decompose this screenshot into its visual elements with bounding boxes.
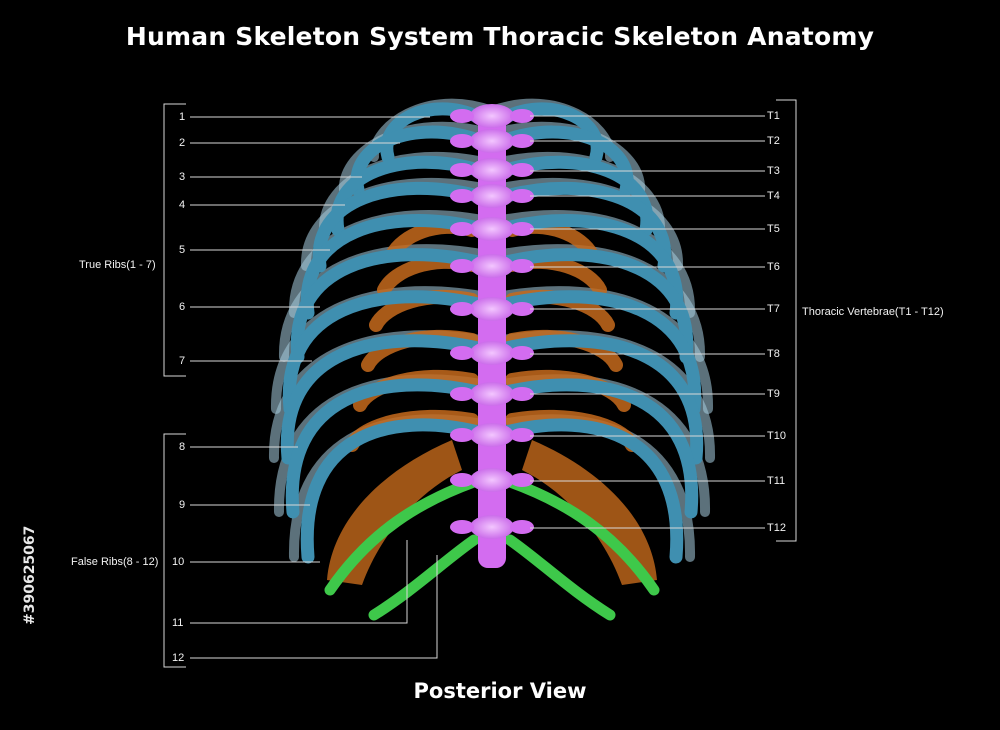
transverse-process-left [450,163,474,177]
transverse-process-left [450,520,474,534]
rib-5-right [499,214,684,320]
transverse-process-left [450,222,474,236]
rib-number-label: 10 [172,556,185,568]
vertebra-label: T3 [767,165,780,177]
ribs-layer [280,102,704,564]
rib-number-label: 1 [179,111,186,123]
rib-7-left [282,290,485,416]
transverse-process-left [450,134,474,148]
rib-number-label: 4 [179,199,186,211]
vertebra-body-3 [470,158,514,182]
rib-10-right [499,418,684,564]
rib-8-left [280,334,485,465]
view-label: Posterior View [413,679,587,703]
vertebra-body-10 [470,423,514,447]
floating-rib-11-right [504,476,660,596]
transverse-process-left [450,189,474,203]
rib-5-left [300,214,485,320]
rib-number-label: 3 [179,171,186,183]
false-ribs-bracket [163,433,186,668]
transverse-process-right [510,163,534,177]
vertebra-label: T7 [767,303,780,315]
rib-9-left [285,378,485,519]
true-ribs-group-label: True Ribs(1 - 7) [79,259,156,271]
vertebra-body-1 [470,104,514,128]
rib-4-right [499,181,672,273]
vertebra-body-7 [470,297,514,321]
diagram-title: Human Skeleton System Thoracic Skeleton … [125,22,875,51]
rib-number-label: 6 [179,301,186,313]
floating-rib-12-left [368,534,480,621]
vertebra-body-12 [470,515,514,539]
transverse-process-left [450,109,474,123]
transverse-process-right [510,302,534,316]
transverse-process-right [510,134,534,148]
vertebrae-bracket [776,99,797,542]
rib-number-label: 2 [179,137,186,149]
floating-rib-11-left [324,476,480,596]
transverse-process-left [450,346,474,360]
vertebra-body-8 [470,341,514,365]
rib-10-left [300,418,485,564]
vertebra-label: T9 [767,388,780,400]
vertebra-label: T12 [767,522,786,534]
rib-7-right [499,290,702,416]
stock-id-watermark: #390625067 [22,525,38,625]
true-ribs-bracket [163,103,186,377]
transverse-process-right [510,387,534,401]
transverse-process-right [510,222,534,236]
transverse-process-right [510,259,534,273]
transverse-process-left [450,428,474,442]
vertebra-label: T2 [767,135,780,147]
transverse-process-right [510,189,534,203]
vertebra-label: T1 [767,110,780,122]
rib-9-right [499,378,699,519]
transverse-process-right [510,109,534,123]
vertebra-body-9 [470,382,514,406]
transverse-process-right [510,428,534,442]
vertebra-body-4 [470,184,514,208]
thoracic-vertebrae-group-label: Thoracic Vertebrae(T1 - T12) [802,306,944,318]
rib-number-label: 11 [172,617,184,629]
rib-6-left [290,248,485,364]
transverse-process-right [510,473,534,487]
leader-line-rib-12 [190,555,438,659]
vertebra-label: T8 [767,348,780,360]
rib-8-right [499,334,704,465]
vertebra-body-2 [470,129,514,153]
leader-lines [163,99,797,668]
vertebra-label: T10 [767,430,786,442]
vertebra-label: T4 [767,190,780,202]
rib-number-label: 8 [179,441,186,453]
vertebra-label: T5 [767,223,780,235]
transverse-process-left [450,387,474,401]
floating-ribs-layer [324,476,660,621]
floating-rib-12-right [504,534,616,621]
vertebra-label: T11 [767,475,786,487]
transverse-process-right [510,520,534,534]
transverse-process-left [450,473,474,487]
thoracic-spine [450,104,534,568]
leader-line-rib-11 [190,540,408,624]
transverse-process-right [510,346,534,360]
rib-number-label: 7 [179,355,186,367]
vertebra-label: T6 [767,261,780,273]
false-ribs-group-label: False Ribs(8 - 12) [71,556,159,568]
rib-number-label: 12 [172,652,185,664]
rib-number-label: 9 [179,499,186,511]
transverse-process-left [450,259,474,273]
vertebra-body-6 [470,254,514,278]
rib-number-label: 5 [179,244,186,256]
vertebra-body-11 [470,468,514,492]
transverse-process-left [450,302,474,316]
vertebra-body-5 [470,217,514,241]
rib-4-left [312,181,485,273]
